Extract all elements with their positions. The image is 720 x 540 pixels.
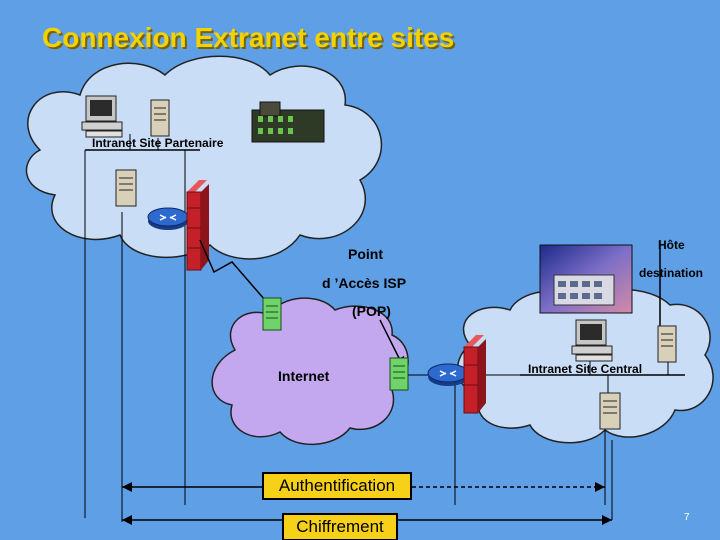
partner-computer-icon <box>81 95 123 138</box>
host-building-icon <box>539 244 633 314</box>
point-label: Point <box>348 246 383 262</box>
partner-router-icon <box>147 207 189 230</box>
encryption-box: Chiffrement <box>282 513 398 540</box>
central-firewall-icon <box>463 335 486 414</box>
partner-site-label: Intranet Site Partenaire <box>92 136 224 150</box>
page-number: 7 <box>684 512 690 523</box>
partner-server-icon <box>150 99 170 137</box>
central-site-label: Intranet Site Central <box>528 362 643 376</box>
authentication-box: Authentification <box>262 472 412 500</box>
central-server-icon <box>657 325 677 363</box>
host-label: Hôte <box>658 238 685 252</box>
internet-label: Internet <box>278 368 330 384</box>
central-router-icon <box>427 363 469 386</box>
slide-title: Connexion Extranet entre sites <box>42 22 455 53</box>
internet-modem-icon <box>389 357 409 391</box>
partner-firewall-icon <box>186 180 209 271</box>
destination-label: destination <box>639 266 704 280</box>
partner-building-icon <box>251 101 325 143</box>
partner-server2-icon <box>115 169 137 207</box>
isp-access-label: d ’Accès ISP <box>322 275 407 291</box>
isp-modem-icon <box>262 297 282 331</box>
central-computer-icon <box>571 319 613 362</box>
central-server2-icon <box>599 392 621 430</box>
pop-label: (POP) <box>352 303 391 319</box>
